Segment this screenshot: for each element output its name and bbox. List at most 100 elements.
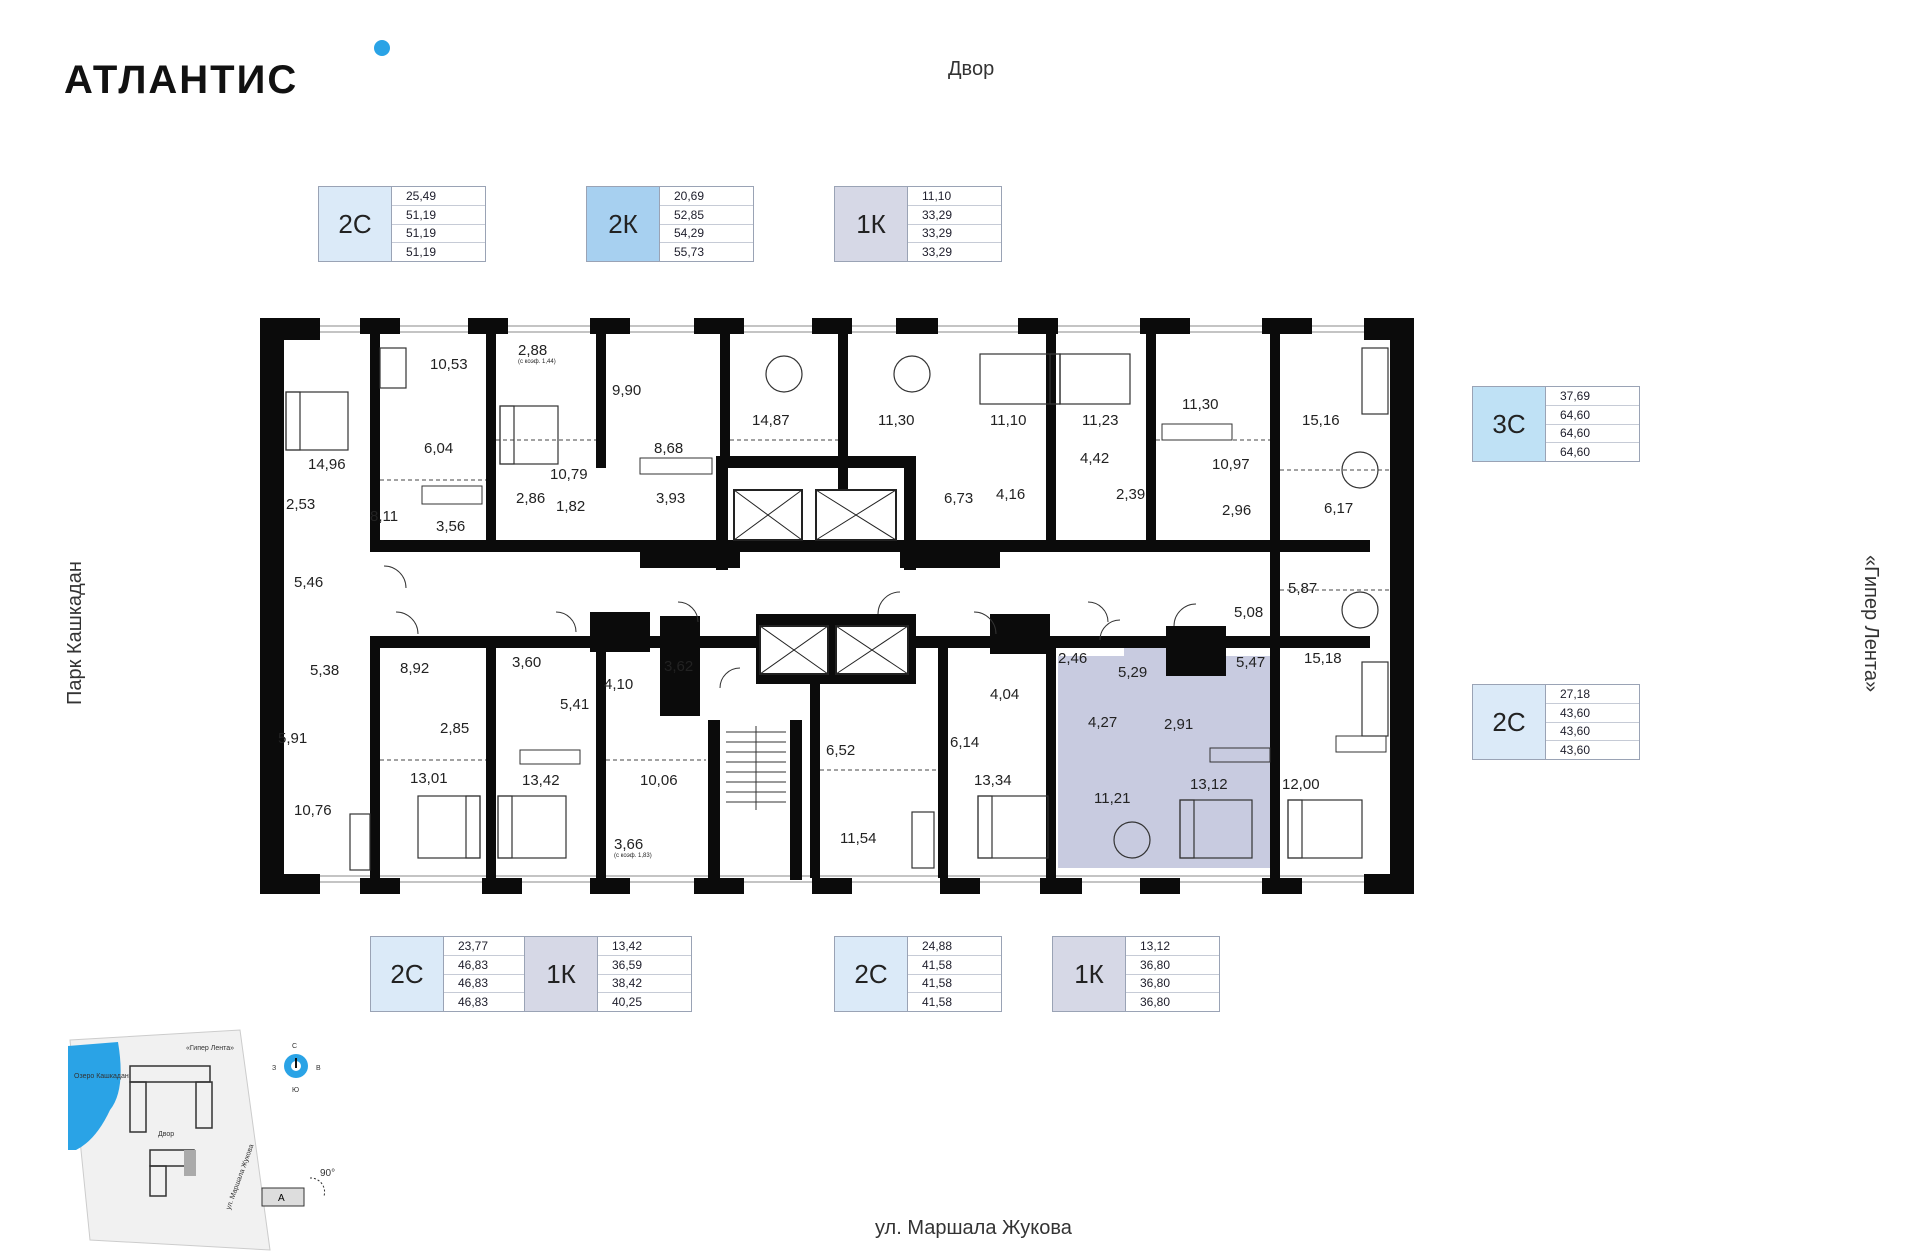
room-area: 15,18 (1304, 650, 1342, 667)
unit-area: 20,69 (660, 187, 753, 206)
unit-area: 52,85 (660, 206, 753, 225)
unit-area: 36,80 (1140, 995, 1171, 1010)
room-area: 6,52 (826, 742, 856, 759)
unit-area: 41,58 (922, 995, 953, 1010)
unit-area: 51,19 (392, 206, 485, 225)
unit-area: 23,77 (444, 937, 537, 956)
compass-south: Ю (292, 1087, 299, 1094)
room-area: 4,10 (604, 676, 634, 693)
unit-area: 36,59 (598, 956, 691, 975)
unit-area: 64,60 (1546, 406, 1639, 425)
unit-type: 2С (1472, 684, 1546, 760)
room-area: 11,10 (990, 412, 1027, 429)
room-area: 6,14 (950, 734, 980, 751)
unit-area: 51,19 (406, 245, 437, 260)
room-area: 4,16 (996, 486, 1026, 503)
unit-area: 36,80 (1126, 956, 1219, 975)
label-bottom-street: ул. Маршала Жукова (875, 1217, 1072, 1239)
room-area: 10,76 (294, 802, 332, 819)
room-area: 11,30 (878, 412, 915, 429)
minimap-yard-label: Двор (158, 1131, 174, 1138)
rotation-angle: 90° (320, 1168, 335, 1179)
unit-area: 41,58 (908, 956, 1001, 975)
minimap-lake-label: Озеро Кашкадан (74, 1073, 129, 1080)
unit-type: 2К (586, 186, 660, 262)
unit-area: 11,10 (908, 187, 1001, 206)
room-area: 6,73 (944, 490, 974, 507)
room-area: 3,93 (656, 490, 686, 507)
room-area: 2,88(с коэф. 1,44) (518, 342, 556, 365)
room-area: 2,91 (1164, 716, 1194, 733)
lake-shape (68, 1042, 121, 1150)
unit-area: 54,29 (660, 225, 753, 244)
room-area: 11,23 (1082, 412, 1119, 429)
room-area: 3,62 (664, 658, 694, 675)
room-area: 2,85 (440, 720, 470, 737)
room-area: 11,30 (1182, 396, 1219, 413)
room-area: 5,08 (1234, 604, 1264, 621)
unit-type: 2С (318, 186, 392, 262)
room-area: 10,06 (640, 772, 678, 789)
unit-area: 33,29 (922, 245, 953, 260)
unit-area: 38,42 (598, 975, 691, 994)
unit-type: 3С (1472, 386, 1546, 462)
unit-area: 33,29 (908, 225, 1001, 244)
room-note: (с коэф. 1,44) (518, 359, 556, 365)
room-area: 4,27 (1088, 714, 1118, 731)
room-area: 8,68 (654, 440, 684, 457)
unit-area: 43,60 (1546, 704, 1639, 723)
room-area: 4,42 (1080, 450, 1110, 467)
room-area: 5,47 (1236, 654, 1266, 671)
room-area: 5,87 (1288, 580, 1318, 597)
room-area: 11,21 (1094, 790, 1131, 807)
unit-area: 55,73 (674, 245, 705, 260)
room-area: 13,42 (522, 772, 560, 789)
section-label: A (278, 1193, 285, 1204)
room-area: 2,46 (1058, 650, 1088, 667)
unit-area: 24,88 (908, 937, 1001, 956)
room-area: 4,04 (990, 686, 1020, 703)
room-area: 5,38 (310, 662, 340, 679)
compass-east: В (316, 1065, 321, 1072)
unit-area: 25,49 (392, 187, 485, 206)
unit-area: 13,42 (598, 937, 691, 956)
unit-area: 46,83 (444, 975, 537, 994)
room-area: 3,60 (512, 654, 542, 671)
unit-area: 46,83 (444, 956, 537, 975)
room-area: 10,79 (550, 466, 588, 483)
unit-area: 13,12 (1126, 937, 1219, 956)
room-area-value: 3,66 (614, 836, 644, 853)
room-area: 3,56 (436, 518, 466, 535)
rotation-arrow-icon (309, 1177, 326, 1197)
unit-type: 1К (834, 186, 908, 262)
unit-area: 33,29 (908, 206, 1001, 225)
unit-area: 41,58 (908, 975, 1001, 994)
room-area: 8,92 (400, 660, 430, 677)
room-area: 2,53 (286, 496, 316, 513)
room-area: 5,41 (560, 696, 590, 713)
room-area: 5,46 (294, 574, 324, 591)
room-area: 11,54 (840, 830, 877, 847)
unit-type: 1К (524, 936, 598, 1012)
room-area: 10,97 (1212, 456, 1250, 473)
room-area: 1,82 (556, 498, 586, 515)
unit-area: 46,83 (458, 995, 489, 1010)
unit-type: 2С (834, 936, 908, 1012)
unit-area: 27,18 (1546, 685, 1639, 704)
room-area: 9,90 (612, 382, 642, 399)
unit-area: 37,69 (1546, 387, 1639, 406)
minimap-store-label: «Гипер Лента» (186, 1045, 234, 1052)
room-area: 14,87 (752, 412, 790, 429)
unit-area: 51,19 (392, 225, 485, 244)
room-area: 15,16 (1302, 412, 1340, 429)
room-area: 2,96 (1222, 502, 1252, 519)
